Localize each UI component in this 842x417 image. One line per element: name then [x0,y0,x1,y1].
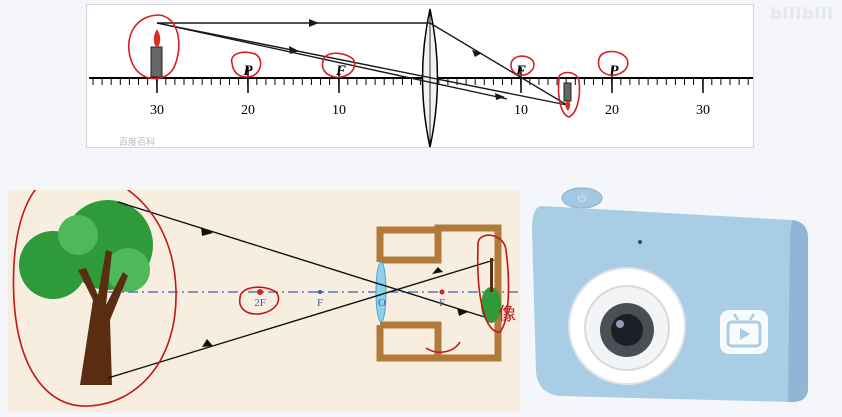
camera-box-outline [376,224,502,362]
ink-circle-f-left [321,52,356,79]
point-f-left [318,290,322,294]
baike-watermark: 百度百科 [119,136,155,147]
label-f-left: F [335,63,346,79]
ray-refracted [429,22,568,106]
image-trunk [490,258,493,292]
tick-label-10-left: 10 [332,103,346,118]
camera-sensor-dot [638,240,642,244]
camera-box-upper [380,230,442,264]
tree-trunk [78,250,128,385]
annotation-image-char: 像 [498,304,516,324]
tick-label-10-right: 10 [514,103,528,118]
arrow-icon [457,308,468,316]
ink-circle-tree [12,171,177,407]
label-f-right: F [515,63,526,79]
label-p-right: P [609,63,619,79]
image-candle [563,82,572,102]
camera-rays [107,201,495,379]
tick-label-20-right: 20 [605,103,619,118]
camera-box-lower [380,321,442,358]
label-origin: O [378,297,386,309]
camera-lens [375,261,387,323]
ink-stroke [425,341,461,354]
camera-ray-diagram: 2F F O F 像 [8,171,520,412]
ray-bottom [107,259,495,379]
ink-circle-2f [238,286,280,315]
candle-flame-icon [153,29,161,47]
camera-body-side [788,220,808,402]
tree-canopy [58,215,98,255]
shutter-icon: ⏻ [578,194,586,205]
tree-canopy [106,248,150,292]
inverted-tree-image [481,258,501,323]
camera-box [376,224,502,362]
ink-annotations [127,14,629,118]
tick-label-30-right: 30 [696,103,710,118]
ink-circle-image [557,71,581,118]
label-2f: 2F [254,297,266,309]
image-canopy [481,287,501,323]
arrow-icon [202,339,213,347]
arrow-icon [472,50,482,57]
light-rays [156,22,568,106]
ray-arrows [289,19,505,100]
label-f-left: F [317,297,323,309]
label-f-right: F [439,297,445,309]
camera-ray-arrows [201,227,468,347]
ray-third [156,22,508,100]
lens-ray-diagram: 30 20 10 10 20 30 P F F P [86,4,754,148]
tv-screen-icon [726,320,762,348]
play-icon [740,328,750,340]
ink-circle-image [476,234,510,333]
tick-label-20-left: 20 [241,103,255,118]
arrow-icon [432,267,443,274]
shutter-button [561,187,603,209]
point-f-right [439,289,445,295]
tv-antenna-icon [732,313,740,321]
camera-diagram-svg: 2F F O F 像 [12,171,520,407]
camera-ink-annotations [12,171,510,407]
image-flame-icon [565,101,571,111]
tv-antenna-icon [748,313,756,321]
ink-circle-p-left [230,51,262,78]
ruler-ticks [92,78,749,85]
ink-circle-object [127,14,180,80]
ink-circle-f-right [510,55,535,77]
arrow-icon [309,19,319,27]
arrow-icon [495,93,505,100]
camera-illustration-svg: ⏻ [532,187,808,402]
arrow-icon [201,227,213,236]
camera-lens-center [611,314,643,346]
lens-diagram-svg: 30 20 10 10 20 30 P F F P [89,8,753,148]
arrow-icon [289,46,299,54]
tick-label-30-left: 30 [150,103,164,118]
label-p-left: P [243,63,253,79]
ink-circle-p-right [597,50,629,77]
tree-object [19,200,153,385]
candle-object [150,46,163,78]
toy-camera-illustration: ⏻ [522,176,822,412]
point-2f [257,289,263,295]
lens-glare [616,320,624,328]
ray-top [117,201,495,321]
bilibili-watermark: bilibili [770,4,834,23]
ray-through-center [156,22,568,106]
